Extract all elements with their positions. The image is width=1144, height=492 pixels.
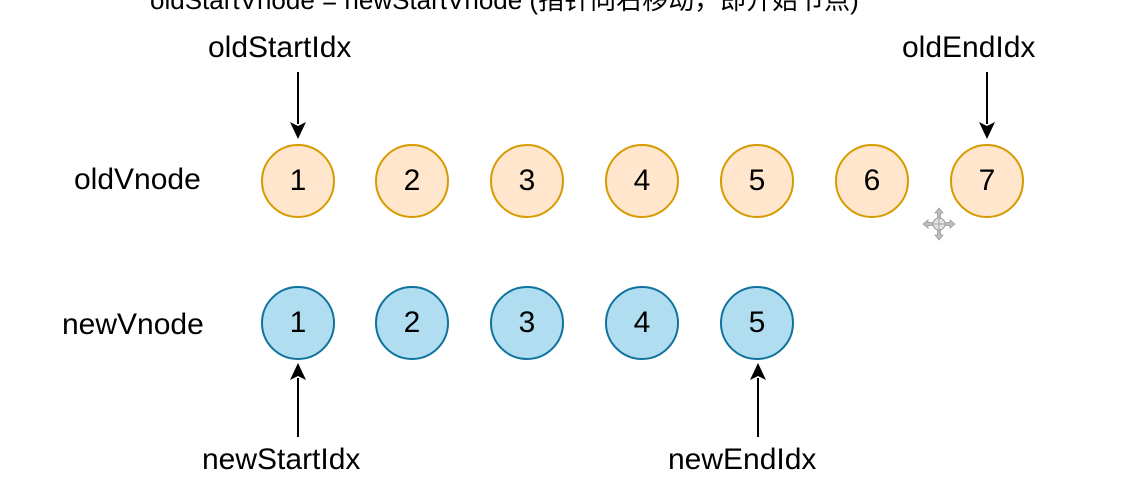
new-vnode-node[interactable]: 4 [605,286,679,360]
old-start-idx-label: oldStartIdx [208,31,352,64]
diagram-caption: oldStartVnode = newStartVnode (指针向右移动，即开… [150,0,859,15]
new-start-idx-label: newStartIdx [202,443,361,476]
old-vnode-node[interactable]: 7 [950,144,1024,218]
old-end-idx-arrow [979,72,995,139]
move-cursor-icon[interactable] [922,207,956,241]
new-vnode-node[interactable]: 5 [720,286,794,360]
new-end-idx-label: newEndIdx [668,443,817,476]
new-end-idx-arrow [750,363,766,437]
old-vnode-row-label: oldVnode [74,163,201,196]
old-vnode-node[interactable]: 3 [490,144,564,218]
old-start-idx-arrow [290,72,306,139]
old-end-idx-label: oldEndIdx [902,31,1036,64]
new-vnode-node[interactable]: 1 [261,286,335,360]
old-vnode-node[interactable]: 6 [835,144,909,218]
old-vnode-node[interactable]: 5 [720,144,794,218]
new-vnode-row-label: newVnode [62,308,204,341]
old-vnode-node[interactable]: 1 [261,144,335,218]
new-vnode-node[interactable]: 3 [490,286,564,360]
old-vnode-node[interactable]: 2 [375,144,449,218]
new-vnode-node[interactable]: 2 [375,286,449,360]
new-start-idx-arrow [290,363,306,437]
old-vnode-node[interactable]: 4 [605,144,679,218]
